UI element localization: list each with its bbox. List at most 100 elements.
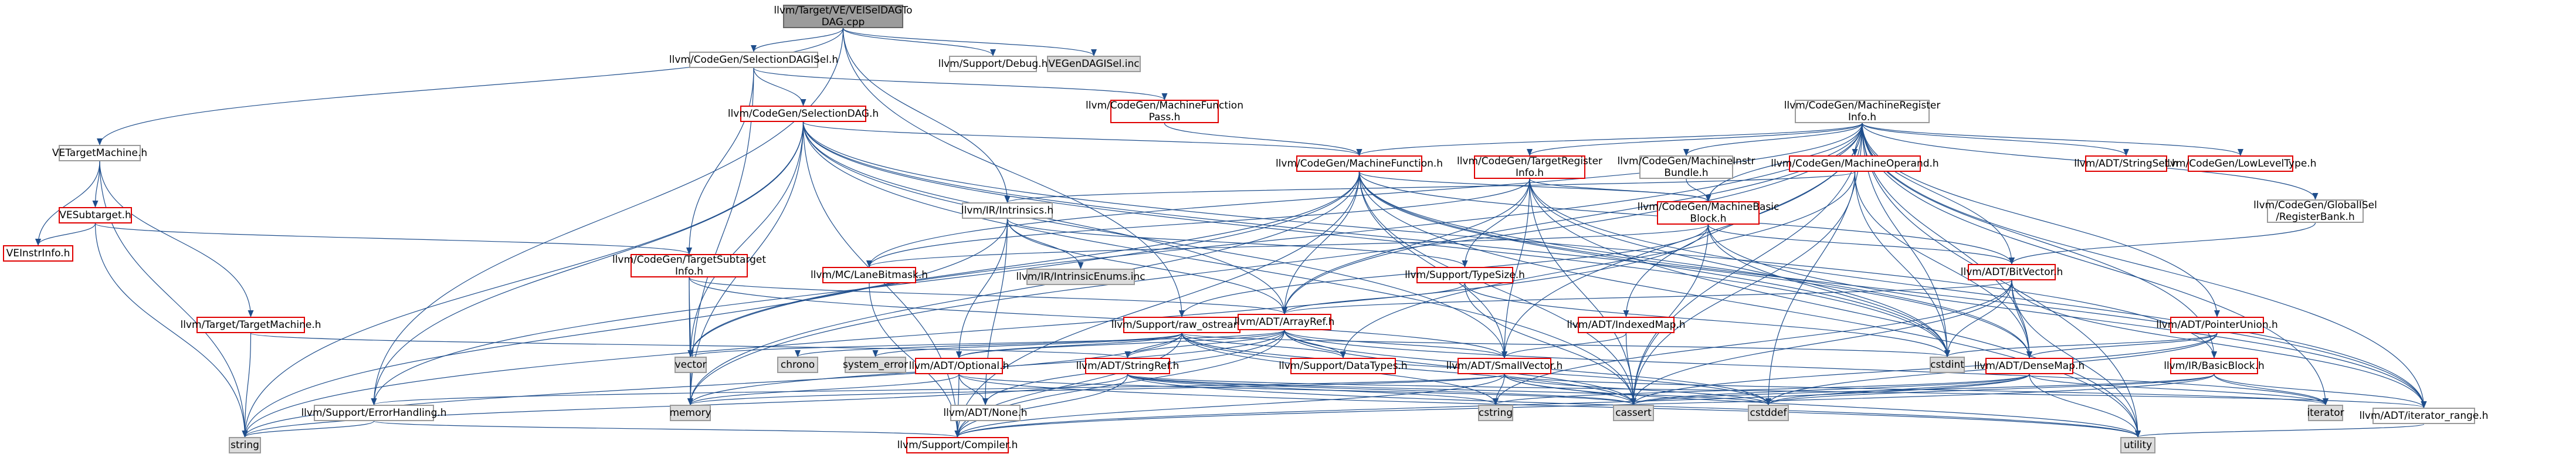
- edge-optional-to-none: [958, 374, 988, 405]
- edge-ttm-to-strref: [250, 333, 1130, 358]
- node-idxmap[interactable]: llvm/ADT/IndexedMap.h: [1567, 317, 1686, 333]
- node-errh[interactable]: llvm/Support/ErrorHandling.h: [301, 405, 447, 421]
- node-gisel[interactable]: llvm/CodeGen/GlobalISel /RegisterBank.h: [2253, 199, 2377, 223]
- node-utility[interactable]: utility: [2120, 437, 2155, 453]
- edge-optional-to-memory: [687, 374, 960, 405]
- node-intrenum[interactable]: llvm/IR/IntrinsicEnums.inc: [1016, 269, 1145, 285]
- node-cstring[interactable]: cstring: [1478, 405, 1513, 421]
- node-strset[interactable]: llvm/ADT/StringSet.h: [2074, 155, 2178, 172]
- node-seldagisel[interactable]: llvm/CodeGen/SelectionDAGISel.h: [669, 52, 838, 68]
- node-memory[interactable]: memory: [669, 405, 711, 421]
- node-typesize[interactable]: llvm/Support/TypeSize.h: [1405, 267, 1525, 283]
- node-llt[interactable]: llvm/CodeGen/LowLevelType.h: [2164, 155, 2317, 172]
- edge-tregi-to-cstdint: [1529, 178, 1950, 357]
- node-chrono[interactable]: chrono: [777, 357, 818, 373]
- node-compiler[interactable]: llvm/Support/Compiler.h: [897, 437, 1018, 453]
- node-tsub[interactable]: llvm/CodeGen/TargetSubtarget Info.h: [612, 254, 767, 277]
- node-cstdint[interactable]: cstdint: [1930, 357, 1965, 373]
- node-vector[interactable]: vector: [674, 357, 707, 373]
- node-optional[interactable]: llvm/ADT/Optional.h: [909, 358, 1009, 374]
- edge-vetm-to-ttm: [99, 161, 254, 317]
- node-root[interactable]: llvm/Target/VE/VEISelDAGTo DAG.cpp: [774, 5, 913, 28]
- node-bitvec[interactable]: llvm/ADT/BitVector.h: [1961, 264, 2063, 280]
- edge-vetm-to-veinstr: [35, 161, 100, 246]
- node-mreginfo[interactable]: llvm/CodeGen/MachineRegister Info.h: [1784, 100, 1941, 123]
- edge-basicblock-to-iterrange: [2214, 374, 2427, 408]
- edge-arrayref-to-vector: [687, 330, 1285, 357]
- edge-tregi-to-utility: [1529, 178, 2141, 438]
- edge-smallvec-to-compiler: [954, 374, 1505, 438]
- edge-seldag-to-vector: [687, 121, 804, 357]
- edge-densemap-to-cstring: [1493, 374, 2030, 405]
- edge-seldagisel-to-tsub: [686, 67, 754, 255]
- node-densemap[interactable]: llvm/ADT/DenseMap.h: [1974, 358, 2084, 374]
- node-intr[interactable]: llvm/IR/Intrinsics.h: [961, 202, 1053, 219]
- node-cassert[interactable]: cassert: [1613, 405, 1654, 421]
- edge-layer: [35, 28, 2427, 438]
- edge-ptrunion-to-cstdint: [1944, 333, 2218, 357]
- edge-mreginfo-to-memory: [687, 123, 1863, 405]
- node-rawos[interactable]: llvm/Support/raw_ostream.h: [1111, 317, 1252, 333]
- node-ptrunion[interactable]: llvm/ADT/PointerUnion.h: [2156, 317, 2278, 333]
- edge-mfunc-to-compiler: [954, 171, 1360, 438]
- node-syserr[interactable]: system_error: [843, 357, 908, 373]
- edge-seldag-to-basicblock: [802, 121, 2217, 358]
- edge-idxmap-to-smallvec: [1501, 333, 1627, 358]
- node-none[interactable]: llvm/ADT/None.h: [943, 405, 1028, 421]
- node-mop[interactable]: llvm/CodeGen/MachineOperand.h: [1771, 155, 1939, 172]
- edge-mreginfo-to-cassert: [1631, 123, 1863, 405]
- edge-mreginfo-to-iterrange: [1862, 123, 2427, 408]
- node-debug[interactable]: llvm/Support/Debug.h: [938, 56, 1048, 72]
- node-mfunc[interactable]: llvm/CodeGen/MachineFunction.h: [1276, 155, 1443, 172]
- edge-basicblock-to-cassert: [1631, 374, 2215, 405]
- edge-seldag-to-mfunc: [802, 121, 1362, 156]
- edge-basicblock-to-iterator: [2214, 374, 2328, 405]
- edge-seldag-to-densemap: [802, 121, 2032, 358]
- node-smallvec[interactable]: llvm/ADT/SmallVector.h: [1446, 358, 1562, 374]
- edge-rawos-to-cstdint: [1181, 333, 1950, 357]
- edge-mreginfo-to-mbb: [1705, 123, 1863, 202]
- edge-mbb-to-string: [242, 224, 1709, 438]
- node-arrayref[interactable]: llvm/ADT/ArrayRef.h: [1235, 314, 1334, 330]
- edge-mreginfo-to-mfunc: [1356, 123, 1863, 156]
- node-mbb[interactable]: llvm/CodeGen/MachineBasic Block.h: [1637, 201, 1780, 225]
- edge-vetm-to-string: [99, 161, 248, 438]
- node-iterator[interactable]: iterator: [2307, 405, 2344, 421]
- edge-ttm-to-string: [242, 333, 252, 438]
- edge-vesub-to-veinstr: [35, 223, 96, 246]
- node-string[interactable]: string: [229, 437, 261, 453]
- node-iterrange[interactable]: llvm/ADT/iterator_range.h: [2359, 408, 2489, 424]
- edge-mbb-to-iterrange: [1707, 224, 2427, 408]
- edge-bitvec-to-iterrange: [2011, 280, 2427, 408]
- edge-mfunc-to-vector: [687, 171, 1360, 357]
- edge-errh-to-compiler: [373, 421, 960, 438]
- node-veinstr[interactable]: VEInstrInfo.h: [3, 245, 73, 262]
- edge-intr-to-string: [242, 218, 1008, 438]
- node-mfpass[interactable]: llvm/CodeGen/MachineFunction Pass.h: [1086, 100, 1243, 123]
- node-tregi[interactable]: llvm/CodeGen/TargetRegister Info.h: [1456, 155, 1603, 179]
- edge-tregi-to-arrayref: [1282, 178, 1530, 314]
- node-minstrb[interactable]: llvm/CodeGen/MachineInstr Bundle.h: [1617, 155, 1755, 179]
- node-datatypes[interactable]: llvm/Support/DataTypes.h: [1279, 358, 1408, 374]
- edge-intr-to-arrayref: [1006, 218, 1287, 314]
- edge-seldagisel-to-memory: [687, 67, 754, 405]
- edge-densemap-to-cstddef: [1765, 374, 2030, 405]
- edge-smallvec-to-memory: [687, 374, 1505, 405]
- node-vetm[interactable]: VETargetMachine.h: [52, 145, 147, 161]
- edge-tsub-to-smallvec: [689, 277, 1507, 358]
- node-vegen[interactable]: VEGenDAGISel.inc: [1047, 56, 1141, 72]
- edge-densemap-to-utility: [2029, 374, 2141, 438]
- edge-seldag-to-cstdint: [802, 121, 1950, 357]
- edge-mfunc-to-iterrange: [1358, 171, 2427, 408]
- node-strref[interactable]: llvm/ADT/StringRef.h: [1076, 358, 1179, 374]
- edge-seldagisel-to-mfpass: [753, 67, 1168, 100]
- edge-mfunc-to-cassert: [1358, 171, 1636, 405]
- node-seldag[interactable]: llvm/CodeGen/SelectionDAG.h: [728, 106, 879, 122]
- edge-root-to-vegen: [842, 28, 1097, 56]
- node-vesub[interactable]: VESubtarget.h: [59, 207, 132, 223]
- node-ttm[interactable]: llvm/Target/TargetMachine.h: [180, 317, 321, 333]
- node-basicblock[interactable]: llvm/IR/BasicBlock.h: [2164, 358, 2265, 374]
- edge-arrayref-to-datatypes: [1284, 330, 1346, 358]
- node-lanebm[interactable]: llvm/MC/LaneBitmask.h: [811, 267, 928, 283]
- node-cstddef[interactable]: cstddef: [1748, 405, 1789, 421]
